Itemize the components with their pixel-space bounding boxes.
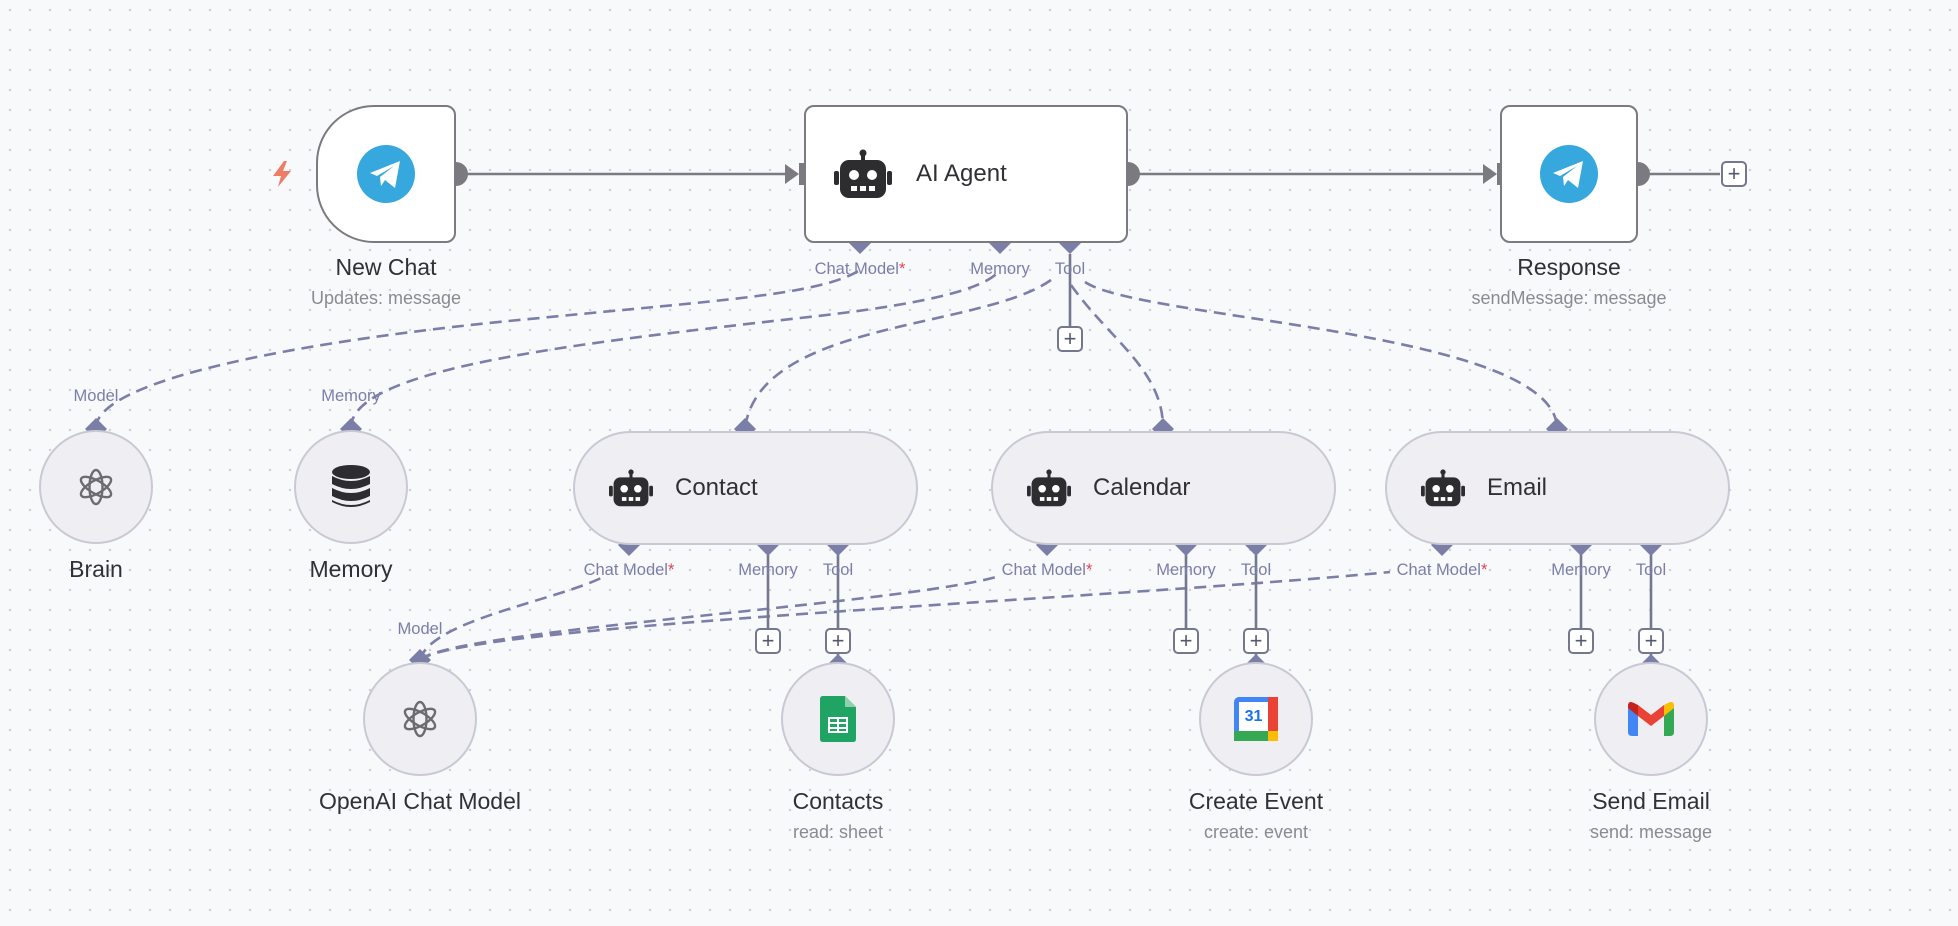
openai-icon [396,695,444,743]
robot-icon [834,149,892,199]
connection-model-email [419,570,1391,662]
connection-brain-agent [94,268,861,429]
agent-tool-label: Tool [1054,260,1086,278]
node-new-chat-subtitle: Updates: message [310,288,462,308]
contact-memory-label: Memory [738,561,798,579]
database-icon [331,464,371,510]
node-create-event-title: Create Event [1188,788,1324,814]
calendar-memory-label: Memory [1156,561,1216,579]
node-brain-title: Brain [69,556,123,582]
memory-node-label: Memory [321,387,381,405]
openai-icon [72,463,120,511]
agent-input-port[interactable] [799,163,808,185]
brain-model-label: Model [73,387,119,405]
openai-model-label: Model [397,620,443,638]
node-openai-chat-model-title: OpenAI Chat Model [318,788,522,814]
telegram-icon [1540,145,1598,203]
node-calendar[interactable]: Calendar [991,431,1336,545]
connection-memory-agent [349,269,1002,429]
robot-icon [1421,469,1465,507]
email-tool-label: Tool [1635,561,1667,579]
node-send-email-subtitle: send: message [1589,822,1713,842]
connection-model-contact [418,574,606,661]
connection-agent-email [1084,280,1559,429]
telegram-icon [357,145,415,203]
node-response[interactable] [1500,105,1638,243]
node-ai-agent[interactable]: AI Agent [804,105,1128,243]
node-create-event-subtitle: create: event [1203,822,1309,842]
connection-agent-contact [743,278,1052,429]
connection-model-calendar [419,574,1001,662]
contact-tool-label: Tool [822,561,854,579]
node-calendar-title: Calendar [1093,474,1191,501]
agent-memory-label: Memory [970,260,1030,278]
calendar-add-tool-button[interactable]: + [1243,628,1269,654]
node-new-chat-title: New Chat [335,254,437,280]
contact-chatmodel-label: Chat Model* [583,561,675,579]
response-add-node-button[interactable]: + [1721,161,1747,187]
node-create-event[interactable]: 31 [1199,662,1313,776]
node-email-title: Email [1487,474,1548,501]
email-memory-label: Memory [1551,561,1611,579]
node-send-email-title: Send Email [1592,788,1710,814]
email-add-memory-button[interactable]: + [1568,628,1594,654]
node-new-chat[interactable] [316,105,456,243]
arrowhead-agent-input [785,164,799,184]
node-memory-title: Memory [309,556,393,582]
node-response-title: Response [1517,254,1621,280]
node-contacts-subtitle: read: sheet [792,822,884,842]
node-openai-chat-model[interactable] [363,662,477,776]
google-calendar-icon: 31 [1234,697,1278,741]
node-send-email[interactable] [1594,662,1708,776]
robot-icon [609,469,653,507]
contact-add-memory-button[interactable]: + [755,628,781,654]
robot-icon [1027,469,1071,507]
connection-agent-calendar [1069,284,1165,429]
email-add-tool-button[interactable]: + [1638,628,1664,654]
gmail-icon [1628,702,1674,736]
calendar-day-number: 31 [1244,707,1263,725]
node-email[interactable]: Email [1385,431,1730,545]
node-response-subtitle: sendMessage: message [1471,288,1667,308]
calendar-chatmodel-label: Chat Model* [1001,561,1093,579]
calendar-add-memory-button[interactable]: + [1173,628,1199,654]
contact-add-tool-button[interactable]: + [825,628,851,654]
node-contacts[interactable] [781,662,895,776]
node-ai-agent-title: AI Agent [916,160,1007,187]
node-contacts-title: Contacts [792,788,884,814]
email-chatmodel-label: Chat Model* [1396,561,1488,579]
agent-add-tool-button[interactable]: + [1057,326,1083,352]
agent-chatmodel-label: Chat Model* [814,260,906,278]
node-brain[interactable] [39,430,153,544]
google-sheets-icon [820,696,856,742]
calendar-tool-label: Tool [1240,561,1272,579]
arrowhead-response-input [1483,164,1497,184]
trigger-bolt-icon [273,161,291,187]
node-contact-title: Contact [675,474,758,501]
node-contact[interactable]: Contact [573,431,918,545]
node-memory[interactable] [294,430,408,544]
